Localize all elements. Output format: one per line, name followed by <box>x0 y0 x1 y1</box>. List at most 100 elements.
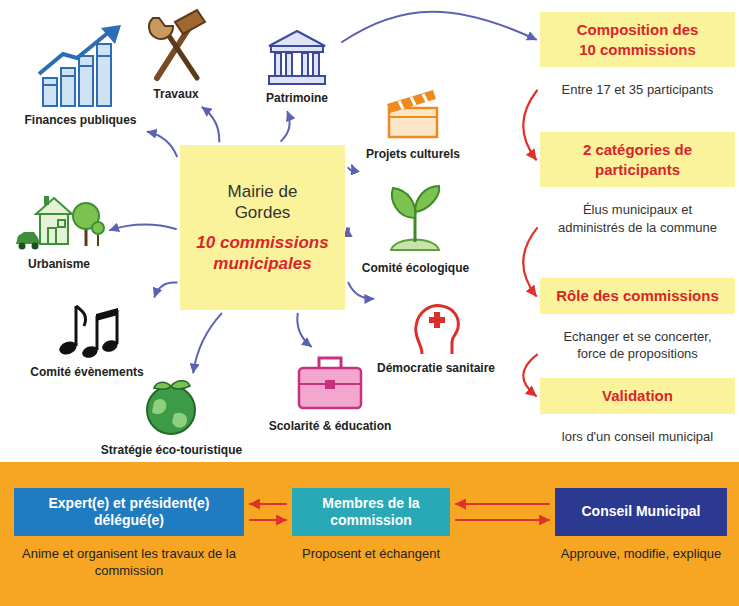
icon-part <box>399 94 427 109</box>
connector <box>250 519 286 521</box>
icon-part <box>79 56 93 106</box>
connector <box>155 282 177 296</box>
icon-part <box>58 220 65 227</box>
icon-part <box>61 68 75 106</box>
commission-item: Comité écologique <box>353 182 478 276</box>
finance-icon <box>35 24 125 108</box>
commission-item: Comité évènements <box>17 300 157 380</box>
icon-part <box>416 306 459 354</box>
role-caption: Approuve, modifie, explique <box>555 546 727 563</box>
icon-part <box>429 317 445 323</box>
icon-part <box>36 198 72 244</box>
connector <box>523 91 537 160</box>
icon-part <box>423 94 427 102</box>
icon-part <box>61 75 75 77</box>
connector <box>297 314 311 347</box>
commission-label: Projets culturels <box>366 147 460 162</box>
connector <box>347 228 349 233</box>
commission-label: Scolarité & éducation <box>269 419 392 434</box>
globe-icon <box>142 378 200 436</box>
connector <box>523 228 537 296</box>
info-step: Validationlors d'un conseil municipal <box>540 378 735 445</box>
icon-part <box>165 30 197 78</box>
icon-part <box>387 90 436 113</box>
commission-label: Comité écologique <box>362 261 469 276</box>
step-body: lors d'un conseil municipal <box>540 428 735 446</box>
connector <box>348 165 353 170</box>
step-body: Echanger et se concerter, force de propo… <box>540 328 735 363</box>
icon-part <box>175 10 205 34</box>
commission-item: Scolarité & éducation <box>255 352 405 434</box>
step-heading: Composition des 10 commissions <box>540 12 735 67</box>
commission-label: Patrimoine <box>266 91 328 106</box>
commission-label: Démocratie sanitaire <box>377 361 495 376</box>
connector <box>348 283 373 299</box>
commission-item: Urbanisme <box>14 190 104 272</box>
role-box: Expert(e) et président(e) délégué(e) <box>14 488 244 536</box>
briefcase-icon <box>295 352 365 412</box>
icon-part <box>275 53 281 76</box>
clapperboard-icon <box>383 84 443 140</box>
icon-part <box>269 76 325 84</box>
role-block: Expert(e) et président(e) délégué(e) Anim… <box>14 488 244 580</box>
connector <box>342 12 536 42</box>
icon-part <box>325 380 335 389</box>
icon-part <box>172 413 187 428</box>
icon-part <box>299 368 361 408</box>
connector <box>523 355 537 396</box>
icon-part <box>399 101 403 109</box>
connector <box>202 107 219 141</box>
icon-part <box>389 116 437 118</box>
commission-item: Projets culturels <box>355 84 471 162</box>
music-notes-icon <box>54 300 120 360</box>
icon-part <box>97 55 111 57</box>
tools-icon <box>145 8 207 82</box>
icon-part <box>43 44 111 106</box>
info-step: Rôle des commissionsEchanger et se conce… <box>540 278 735 363</box>
connector <box>281 112 290 141</box>
icon-part <box>269 31 325 84</box>
commission-item: Démocratie sanitaire <box>368 302 504 376</box>
connector <box>456 519 549 521</box>
icon-part <box>92 222 104 234</box>
step-heading: Rôle des commissions <box>540 278 735 314</box>
icon-part <box>40 214 68 244</box>
role-caption: Proposent et échangent <box>292 546 450 563</box>
role-box: Conseil Municipal <box>555 488 727 536</box>
icon-part <box>79 65 93 67</box>
icon-part <box>154 382 171 389</box>
icon-part <box>392 188 415 218</box>
icon-part <box>271 46 323 52</box>
icon-part <box>319 358 341 368</box>
connector <box>148 132 177 157</box>
connector <box>250 503 286 505</box>
icon-part <box>415 186 439 212</box>
commission-item: Patrimoine <box>256 28 338 106</box>
icon-part <box>32 243 39 250</box>
icon-part <box>147 386 195 434</box>
icon-part <box>149 18 173 39</box>
role-caption: Anime et organisent les travaux de la co… <box>14 546 244 580</box>
icon-part <box>16 232 40 244</box>
info-step: 2 catégories de participantsÉlus municip… <box>540 132 735 236</box>
icon-part <box>39 32 109 74</box>
mairie-title: Mairie de Gordes <box>208 181 318 224</box>
commission-item: Travaux <box>136 8 216 102</box>
step-body: Entre 17 et 35 participants <box>540 81 735 99</box>
connector <box>193 314 221 373</box>
icon-part <box>313 53 319 76</box>
role-block: Conseil MunicipalApprouve, modifie, expl… <box>555 488 727 563</box>
connector <box>110 225 176 231</box>
commission-label: Travaux <box>153 87 198 102</box>
icon-part <box>43 78 57 106</box>
health-head-icon <box>408 302 464 356</box>
icon-part <box>43 84 57 86</box>
town-icon <box>14 190 104 252</box>
icon-part <box>389 108 437 137</box>
commission-item: Stratégie éco-touristique <box>84 378 259 458</box>
icon-part <box>286 53 292 76</box>
icon-part <box>411 97 415 105</box>
icon-part <box>76 306 86 326</box>
icon-part <box>302 53 308 76</box>
